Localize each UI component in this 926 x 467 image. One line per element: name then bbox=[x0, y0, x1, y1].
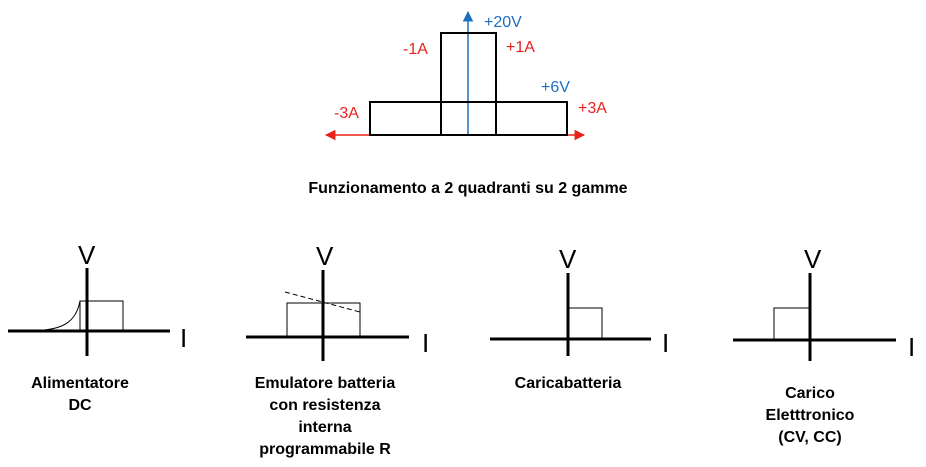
operating-area bbox=[79, 300, 124, 332]
axis-v-label: V bbox=[316, 241, 334, 271]
operating-area bbox=[567, 307, 603, 340]
label-i-neg-high: -1A bbox=[403, 41, 428, 58]
label-v-mid: +6V bbox=[541, 79, 570, 96]
axis-v-label: V bbox=[559, 244, 577, 274]
label-i-neg-low: -3A bbox=[334, 105, 359, 122]
quadrant-emulatore-batteria: V I Emulatore batteria con resistenza in… bbox=[246, 241, 429, 458]
caption-line: (CV, CC) bbox=[778, 429, 841, 446]
range-20v-1a bbox=[440, 32, 497, 136]
caption-line: Emulatore batteria bbox=[255, 375, 396, 392]
axis-i-label: I bbox=[422, 328, 429, 358]
label-i-pos-high: +1A bbox=[506, 39, 535, 56]
axis-v-label: V bbox=[804, 244, 822, 274]
caption-line: Carico bbox=[785, 385, 835, 402]
caption-line: Caricabatteria bbox=[515, 375, 622, 392]
operating-area bbox=[286, 302, 361, 338]
label-i-pos-low: +3A bbox=[578, 100, 607, 117]
caption-line: programmabile R bbox=[259, 441, 391, 458]
caption-line: interna bbox=[298, 419, 351, 436]
caption-line: Eletttronico bbox=[766, 407, 855, 424]
quadrant-carico-elettronico: V I Carico Eletttronico (CV, CC) bbox=[733, 244, 915, 446]
caption-line: con resistenza bbox=[269, 397, 380, 414]
caption-line: Alimentatore bbox=[31, 375, 129, 392]
axis-i-label: I bbox=[180, 323, 187, 353]
operating-area bbox=[773, 307, 811, 341]
axis-i-label: I bbox=[908, 332, 915, 362]
caption-line: DC bbox=[68, 397, 92, 414]
top-caption: Funzionamento a 2 quadranti su 2 gamme bbox=[308, 180, 627, 197]
ideal-source-curve bbox=[19, 300, 81, 332]
label-v-max: +20V bbox=[484, 14, 522, 31]
top-operating-range-diagram: +20V -1A +1A +6V -3A +3A Funzionamento a… bbox=[308, 10, 628, 197]
quadrant-caricabatteria: V I Caricabatteria bbox=[490, 244, 669, 392]
axis-i-label: I bbox=[662, 328, 669, 358]
axis-v-label: V bbox=[78, 240, 96, 270]
internal-resistance-line bbox=[284, 291, 361, 313]
quadrant-alimentatore-dc: V I Alimentatore DC bbox=[8, 240, 187, 414]
